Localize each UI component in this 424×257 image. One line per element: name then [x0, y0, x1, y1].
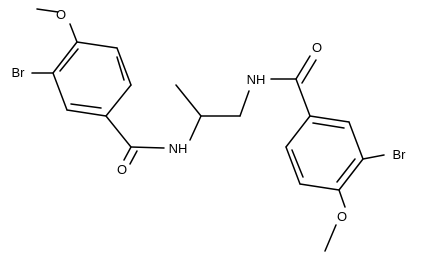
bond-ring-right-2	[348, 121, 364, 160]
bond-ring-right-1	[309, 115, 350, 123]
bond-ring-left-6	[52, 41, 78, 74]
bond-ring-left-4	[66, 109, 107, 117]
atom-o-carbonyl-right: O	[312, 40, 322, 55]
bond-ring-right-5	[285, 146, 301, 185]
bond-ring-left-inner-2	[70, 103, 102, 109]
bond-left-c-o-methoxy	[69, 23, 78, 43]
bond-right-carbonyl-ring	[295, 78, 311, 117]
bond-left-co-1	[123, 146, 132, 161]
bond-left-c-n	[130, 146, 165, 149]
bond-ring-right-4	[299, 183, 340, 191]
bond-ring-right-3	[338, 158, 364, 191]
left-benzene-ring	[52, 41, 132, 117]
bond-right-co-2	[301, 59, 317, 84]
bond-ring-right-inner-3	[291, 149, 304, 178]
bond-ring-right-inner-1	[312, 122, 345, 129]
bond-right-co-1	[295, 55, 311, 80]
bond-ring-left-2	[116, 47, 132, 86]
bond-ring-left-5	[52, 72, 68, 111]
bond-n-ch	[189, 115, 202, 141]
atom-br-left: Br	[12, 65, 26, 80]
right-benzene-ring	[285, 115, 364, 191]
bond-ch-ch3	[175, 84, 202, 117]
atom-o-methoxy-left: O	[56, 7, 66, 22]
bond-ring-left-3	[105, 84, 132, 117]
bond-right-c-o-methoxy	[338, 189, 346, 208]
atom-nh-right: NH	[247, 72, 266, 87]
bond-left-ring-carbonyl	[105, 115, 132, 148]
bond-right-c-br	[362, 154, 385, 160]
atom-br-right: Br	[393, 147, 407, 162]
bond-ring-right-inner-2	[336, 158, 356, 183]
atom-o-methoxy-right: O	[337, 209, 347, 224]
bond-ring-left-inner-3	[59, 48, 79, 72]
atom-nh-left: NH	[169, 141, 188, 156]
bond-right-o-ch3	[324, 224, 337, 252]
bond-ch2-n	[239, 90, 250, 117]
atom-o-carbonyl-left: O	[117, 162, 127, 177]
bond-ring-left-inner-1	[116, 56, 125, 81]
bond-left-o-ch3	[36, 8, 59, 13]
bond-ring-right-6	[285, 115, 311, 148]
bond-ring-left-1	[76, 41, 118, 49]
bond-left-co-2	[129, 150, 138, 165]
